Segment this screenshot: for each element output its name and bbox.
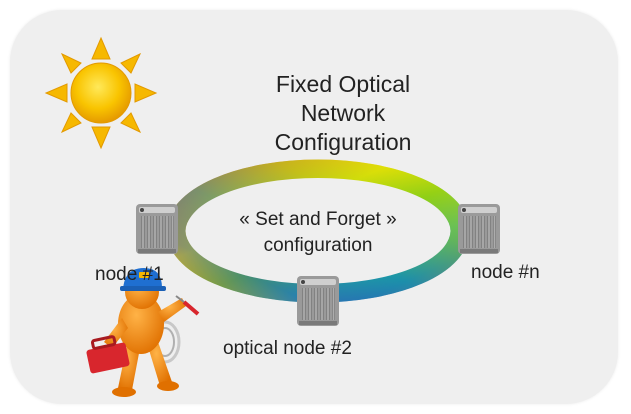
sun-icon [44,36,158,150]
ring-center-label: « Set and Forget » configuration [218,207,418,259]
optical-node-icon [458,204,500,254]
center-line: configuration [263,235,373,256]
title-line: Fixed Optical [275,71,411,97]
optical-node-icon [297,276,339,326]
center-line: « Set and Forget » [239,209,397,230]
node-2-label: optical node #2 [223,338,352,359]
diagram-title: Fixed Optical Network Configuration [238,70,448,157]
node-n-label: node #n [471,262,540,283]
title-line: Network [300,100,386,126]
node-1-label: node #1 [95,264,164,285]
technician-icon [86,268,200,397]
optical-node-icon [136,204,178,254]
title-line: Configuration [274,129,412,155]
